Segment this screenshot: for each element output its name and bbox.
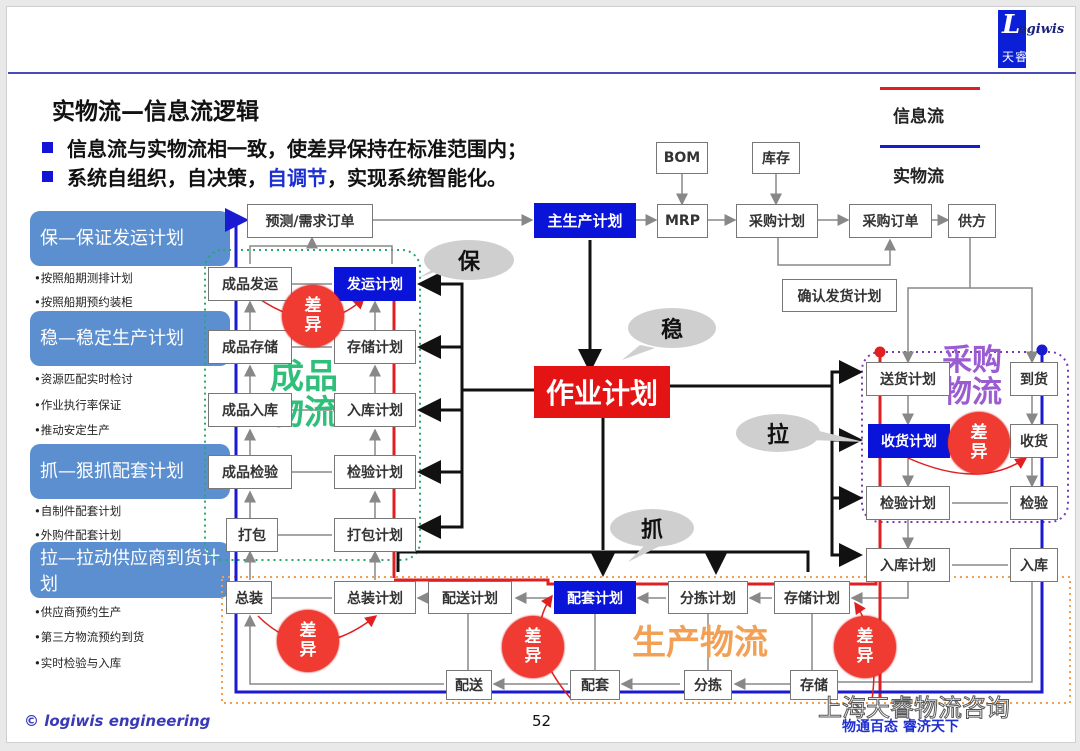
box-bom: BOM <box>656 142 708 174</box>
bubble-wen: 稳 <box>628 308 716 348</box>
sidebar-heading-la: 拉—拉动供应商到货计划 <box>30 542 230 598</box>
footer-copyright: © logiwis engineering <box>24 712 211 730</box>
box-inspect-plan: 检验计划 <box>334 455 416 489</box>
box-finished-ship: 成品发运 <box>208 267 292 301</box>
page-title: 实物流—信息流逻辑 <box>52 99 259 125</box>
sidebar-item: •自制件配套计划 <box>34 504 122 518</box>
box-in-plan: 入库计划 <box>334 393 416 427</box>
sidebar-item: •外购件配套计划 <box>34 528 122 542</box>
diff-circle-purchase: 差异 <box>948 412 1010 474</box>
sidebar-item: •第三方物流预约到货 <box>34 630 145 644</box>
diff-circle-assemble: 差异 <box>277 610 339 672</box>
box-assemble-plan: 总装计划 <box>334 581 416 614</box>
box-ship-plan: 发运计划 <box>334 267 416 301</box>
sidebar-item: •按照船期预约装柜 <box>34 295 133 309</box>
sidebar-item: •实时检验与入库 <box>34 656 122 670</box>
box-purchase-inspect-plan: 检验计划 <box>866 486 950 520</box>
logo-letter: L <box>1002 10 1021 40</box>
box-assemble: 总装 <box>226 581 272 614</box>
box-receive: 收货 <box>1010 424 1058 458</box>
diff-circle-kit: 差异 <box>502 616 564 678</box>
production-zone-outline <box>221 576 1071 704</box>
logo-cn: 天睿咨询 <box>1002 50 1055 64</box>
sidebar-item: •作业执行率保证 <box>34 398 122 412</box>
box-confirm-shipping-plan: 确认发货计划 <box>782 279 897 312</box>
box-supplier: 供方 <box>948 204 996 238</box>
zone-label-production: 生产物流 <box>632 623 768 663</box>
legend-physical-flow-label: 实物流 <box>893 167 944 187</box>
sidebar-item: •按照船期测排计划 <box>34 271 133 285</box>
sidebar-item: •供应商预约生产 <box>34 605 122 619</box>
box-master-production-plan: 主生产计划 <box>534 203 636 238</box>
box-pack-plan: 打包计划 <box>334 518 416 552</box>
bullet-highlight: 自调节 <box>267 166 327 190</box>
box-finished-inspect: 成品检验 <box>208 455 292 489</box>
box-production-store: 存储 <box>790 670 838 700</box>
watermark-sub: 物通百态 睿济天下 <box>842 719 959 735</box>
diff-circle-finished: 差异 <box>282 285 344 347</box>
box-pick: 分拣 <box>684 670 732 700</box>
box-receive-plan: 收货计划 <box>868 424 950 458</box>
box-pack: 打包 <box>226 518 278 552</box>
box-finished-store: 成品存储 <box>208 330 292 364</box>
sidebar-heading-wen: 稳—稳定生产计划 <box>30 311 230 366</box>
bullet-text: 信息流与实物流相一致，使差异保持在标准范围内； <box>67 137 527 161</box>
box-purchase-order: 采购订单 <box>849 204 932 238</box>
legend-physical-flow-line <box>880 145 980 148</box>
box-kit: 配套 <box>570 670 620 700</box>
bullet-text: 系统自组织，自决策， <box>67 166 267 190</box>
sidebar-heading-zhua: 抓—狠抓配套计划 <box>30 444 230 499</box>
box-purchase-in: 入库 <box>1010 548 1058 582</box>
legend-info-flow-line <box>880 87 980 90</box>
bullet-text-after: ，实现系统智能化。 <box>327 166 507 190</box>
box-mrp: MRP <box>657 204 708 238</box>
bubble-la: 拉 <box>736 414 820 452</box>
box-arrival: 到货 <box>1010 362 1058 396</box>
box-distribution-plan: 配送计划 <box>428 581 512 614</box>
zone-label-purchase: 采购 物流 <box>942 343 1002 410</box>
box-forecast-order: 预测/需求订单 <box>247 204 373 238</box>
sidebar-item: •资源匹配实时检讨 <box>34 372 133 386</box>
box-operation-plan: 作业计划 <box>534 366 670 418</box>
box-inventory: 库存 <box>752 142 800 174</box>
legend-info-flow-label: 信息流 <box>893 107 944 127</box>
bubble-zhua: 抓 <box>610 509 694 547</box>
box-purchase-plan: 采购计划 <box>736 204 818 238</box>
box-finished-in: 成品入库 <box>208 393 292 427</box>
box-pick-plan: 分拣计划 <box>668 581 748 614</box>
bullet-2: 系统自组织，自决策，自调节，实现系统智能化。 <box>42 162 507 191</box>
box-kit-plan: 配套计划 <box>554 581 636 614</box>
finished-zone-outline <box>204 249 421 561</box>
box-store-plan: 存储计划 <box>334 330 416 364</box>
diff-circle-store: 差异 <box>834 616 896 678</box>
header-divider <box>8 72 1076 74</box>
box-distribute: 配送 <box>446 670 492 700</box>
sidebar-heading-bao: 保—保证发运计划 <box>30 211 230 266</box>
watermark: 上海天睿物流咨询 <box>818 694 1011 723</box>
box-purchase-inspect: 检验 <box>1010 486 1058 520</box>
page-number: 52 <box>532 712 552 730</box>
box-production-store-plan: 存储计划 <box>774 581 850 614</box>
bullet-square-icon <box>42 171 53 182</box>
logo-text: ogiwis <box>1018 22 1065 37</box>
bullet-1: 信息流与实物流相一致，使差异保持在标准范围内； <box>42 133 527 162</box>
box-purchase-in-plan: 入库计划 <box>866 548 950 582</box>
box-delivery-plan: 送货计划 <box>866 362 950 396</box>
sidebar-item: •推动安定生产 <box>34 423 110 437</box>
bullet-square-icon <box>42 142 53 153</box>
logo <box>998 10 1026 68</box>
bubble-bao: 保 <box>424 240 514 280</box>
